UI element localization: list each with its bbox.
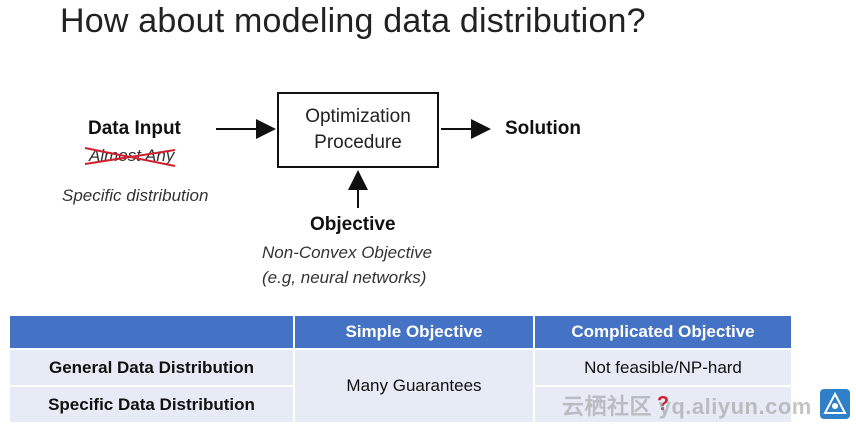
- table-row: Specific Data Distribution ?: [10, 385, 791, 422]
- table-row: General Data Distribution Many Guarantee…: [10, 348, 791, 422]
- solution-label: Solution: [505, 118, 581, 139]
- header-empty: [10, 316, 295, 349]
- cell-many-guarantees: Many Guarantees: [294, 348, 535, 422]
- cell-question: ?: [534, 385, 791, 422]
- table-header-row: Simple Objective Complicated Objective: [10, 316, 791, 349]
- objective-sub2: (e.g, neural networks): [262, 268, 427, 287]
- box-line1: Optimization: [305, 106, 411, 127]
- comparison-table: Simple Objective Complicated Objective G…: [10, 316, 791, 422]
- strike-cross-icon: [84, 147, 176, 167]
- slide-title: How about modeling data distribution?: [60, 2, 646, 40]
- objective-label: Objective: [310, 214, 396, 235]
- question-mark-icon: ?: [656, 393, 670, 415]
- optimization-procedure-box: Optimization Procedure: [277, 92, 439, 168]
- almost-any-struck: Almost Any: [84, 146, 176, 167]
- cell-not-feasible: Not feasible/NP-hard: [534, 348, 791, 386]
- row-label-specific: Specific Data Distribution: [10, 385, 295, 422]
- header-simple-objective: Simple Objective: [294, 316, 535, 349]
- header-complicated-objective: Complicated Objective: [534, 316, 791, 349]
- data-input-label: Data Input: [88, 118, 181, 139]
- row-label-general: General Data Distribution: [10, 348, 295, 386]
- aliyun-logo-icon: [820, 389, 850, 419]
- objective-sub1: Non-Convex Objective: [262, 243, 433, 262]
- watermark-text: 云栖社区 yq.aliyun.com: [562, 394, 812, 419]
- box-line2: Procedure: [314, 132, 402, 153]
- specific-distribution-text: Specific distribution: [62, 186, 209, 205]
